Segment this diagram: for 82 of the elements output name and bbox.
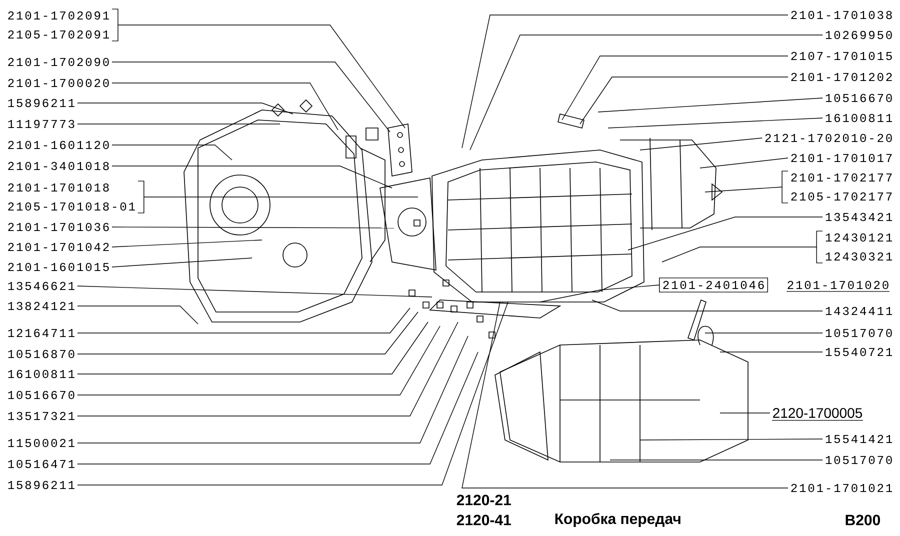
part-number: 15896211 — [8, 480, 74, 490]
part-number: 13824121 — [8, 302, 74, 310]
leader-line — [112, 258, 252, 268]
part-number: 2107-1701015 — [791, 52, 892, 60]
leader-line — [704, 186, 782, 192]
leader-line — [77, 336, 468, 444]
leader-line — [628, 216, 823, 250]
part-number: 13546621 — [8, 282, 74, 290]
leader-line — [77, 312, 418, 354]
leader-line — [77, 322, 428, 374]
part-number: 2101-3401018 — [8, 162, 109, 170]
leader-line — [77, 326, 440, 396]
part-number: 15541421 — [826, 434, 892, 444]
bracketed-part-numbers: 12430121 12430321 — [816, 230, 892, 264]
part-number: 10516471 — [8, 460, 74, 468]
leader-line — [77, 306, 198, 324]
part-number: 10517070 — [826, 456, 892, 464]
leader-line — [700, 158, 788, 168]
leader-line — [112, 144, 232, 160]
leader-line — [640, 438, 823, 440]
part-number: 2101-1601015 — [8, 262, 109, 272]
leader-line — [470, 34, 823, 150]
part-number: 15540721 — [826, 348, 892, 356]
leader-line — [77, 352, 478, 464]
group-number: 2101-1701020 — [786, 280, 890, 292]
leader-line — [562, 56, 788, 120]
part-number: 13517321 — [8, 412, 74, 420]
leader-line — [540, 284, 660, 302]
part-number: 2101-1700020 — [8, 78, 109, 88]
part-number: 14324411 — [826, 306, 892, 316]
bracketed-part-numbers: 2101-1702177 2105-1702177 — [782, 170, 892, 204]
part-number: 16100811 — [8, 370, 74, 378]
leader-line — [144, 196, 418, 198]
part-number: 10516870 — [8, 350, 74, 358]
part-number: 15896211 — [8, 98, 74, 108]
leader-line — [640, 138, 762, 150]
leader-line — [77, 286, 432, 298]
bracketed-part-numbers: 2101-1702091 2105-1702091 — [8, 8, 118, 42]
part-number: 2101-1701202 — [791, 72, 892, 82]
part-number: 2121-1702010-20 — [765, 134, 892, 142]
leader-line — [112, 226, 394, 228]
leader-line — [77, 322, 458, 416]
model-number: 2120-21 — [456, 494, 511, 506]
part-number: 11197773 — [8, 120, 74, 128]
part-number: 2101-1701038 — [791, 10, 892, 20]
leader-line — [77, 102, 294, 114]
part-number: 16100811 — [826, 114, 892, 122]
part-number: 10516670 — [826, 94, 892, 102]
leader-line — [112, 82, 338, 130]
part-number: 2101-1701021 — [791, 484, 892, 492]
leader-line — [598, 98, 823, 112]
leader-line — [580, 76, 788, 124]
part-number: 2101-1701017 — [791, 154, 892, 162]
page-code: B200 — [846, 514, 880, 526]
part-number: 2101-1702090 — [8, 58, 109, 66]
leader-line — [112, 240, 262, 248]
leader-line — [118, 24, 406, 128]
leader-line — [662, 246, 817, 262]
title: Коробка передач — [555, 512, 680, 528]
part-number: 10516670 — [8, 390, 74, 400]
leader-line — [77, 302, 508, 486]
leader-line — [112, 62, 390, 132]
part-number: 13543421 — [826, 212, 892, 222]
part-number: 11500021 — [8, 438, 74, 448]
leader-line — [704, 332, 823, 334]
bracketed-part-numbers: 2101-1701018 2105-1701018-01 — [8, 180, 144, 214]
part-number: 12164711 — [8, 328, 74, 338]
part-number: 2101-1701036 — [8, 222, 109, 232]
assembly-number: 2120-1700005 — [772, 408, 864, 421]
part-number: 2101-1601120 — [8, 140, 109, 150]
part-number: 2101-1701042 — [8, 242, 109, 252]
leader-line — [592, 300, 823, 312]
leader-line — [77, 308, 410, 334]
model-number: 2120-41 — [456, 514, 511, 526]
leader-line — [462, 14, 788, 148]
part-number: 10517070 — [826, 328, 892, 338]
part-number: 10269950 — [826, 30, 892, 40]
leader-line — [608, 118, 823, 128]
boxed-part-number: 2101-2401046 — [659, 278, 768, 292]
leader-line — [462, 302, 788, 488]
leader-line — [112, 166, 392, 188]
leader-line — [720, 412, 770, 414]
